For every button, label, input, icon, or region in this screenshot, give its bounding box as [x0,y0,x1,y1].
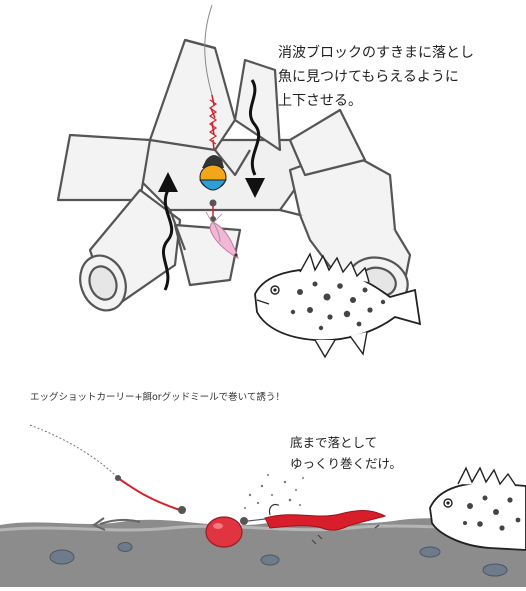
red-leader-zigzag [208,99,218,145]
red-leader-top [210,94,216,151]
top-caption-line-3: 上下させる。 [278,93,362,109]
swivel-icon [115,475,186,514]
bottom-caption-line-1: 底まで落として [290,435,378,450]
egg-sinker-icon [199,155,227,222]
curly-tail-worm-icon [264,503,387,531]
rockfish-icon [254,252,422,359]
fishing-line-top [204,4,213,96]
motion-arrow-icon [99,518,141,525]
seabed [0,518,526,587]
middle-caption: エッグショットカーリー+餌orグッドミールで巻いて誘う！ [30,392,285,403]
sand-particles [244,474,304,509]
up-arrow-icon [158,172,178,291]
seabed-stones [49,542,508,577]
red-leader-bottom [117,477,181,511]
top-caption-line-1: 消波ブロックのすきまに落とし [278,45,474,61]
shrimp-bait-icon [205,211,239,259]
down-arrow-icon [245,79,265,198]
rockfish-bottom-icon [429,466,526,551]
bottom-caption-line-2: ゆっくり巻くだけ。 [290,456,402,471]
fishing-line-bottom [29,424,119,479]
egg-sinker-red-icon [205,516,266,548]
motion-arrow-head [91,517,106,531]
top-caption-line-2: 魚に見つけてもらえるように [278,69,459,85]
wiggle-marks [311,524,380,545]
wave-breaker-blocks [56,38,412,312]
